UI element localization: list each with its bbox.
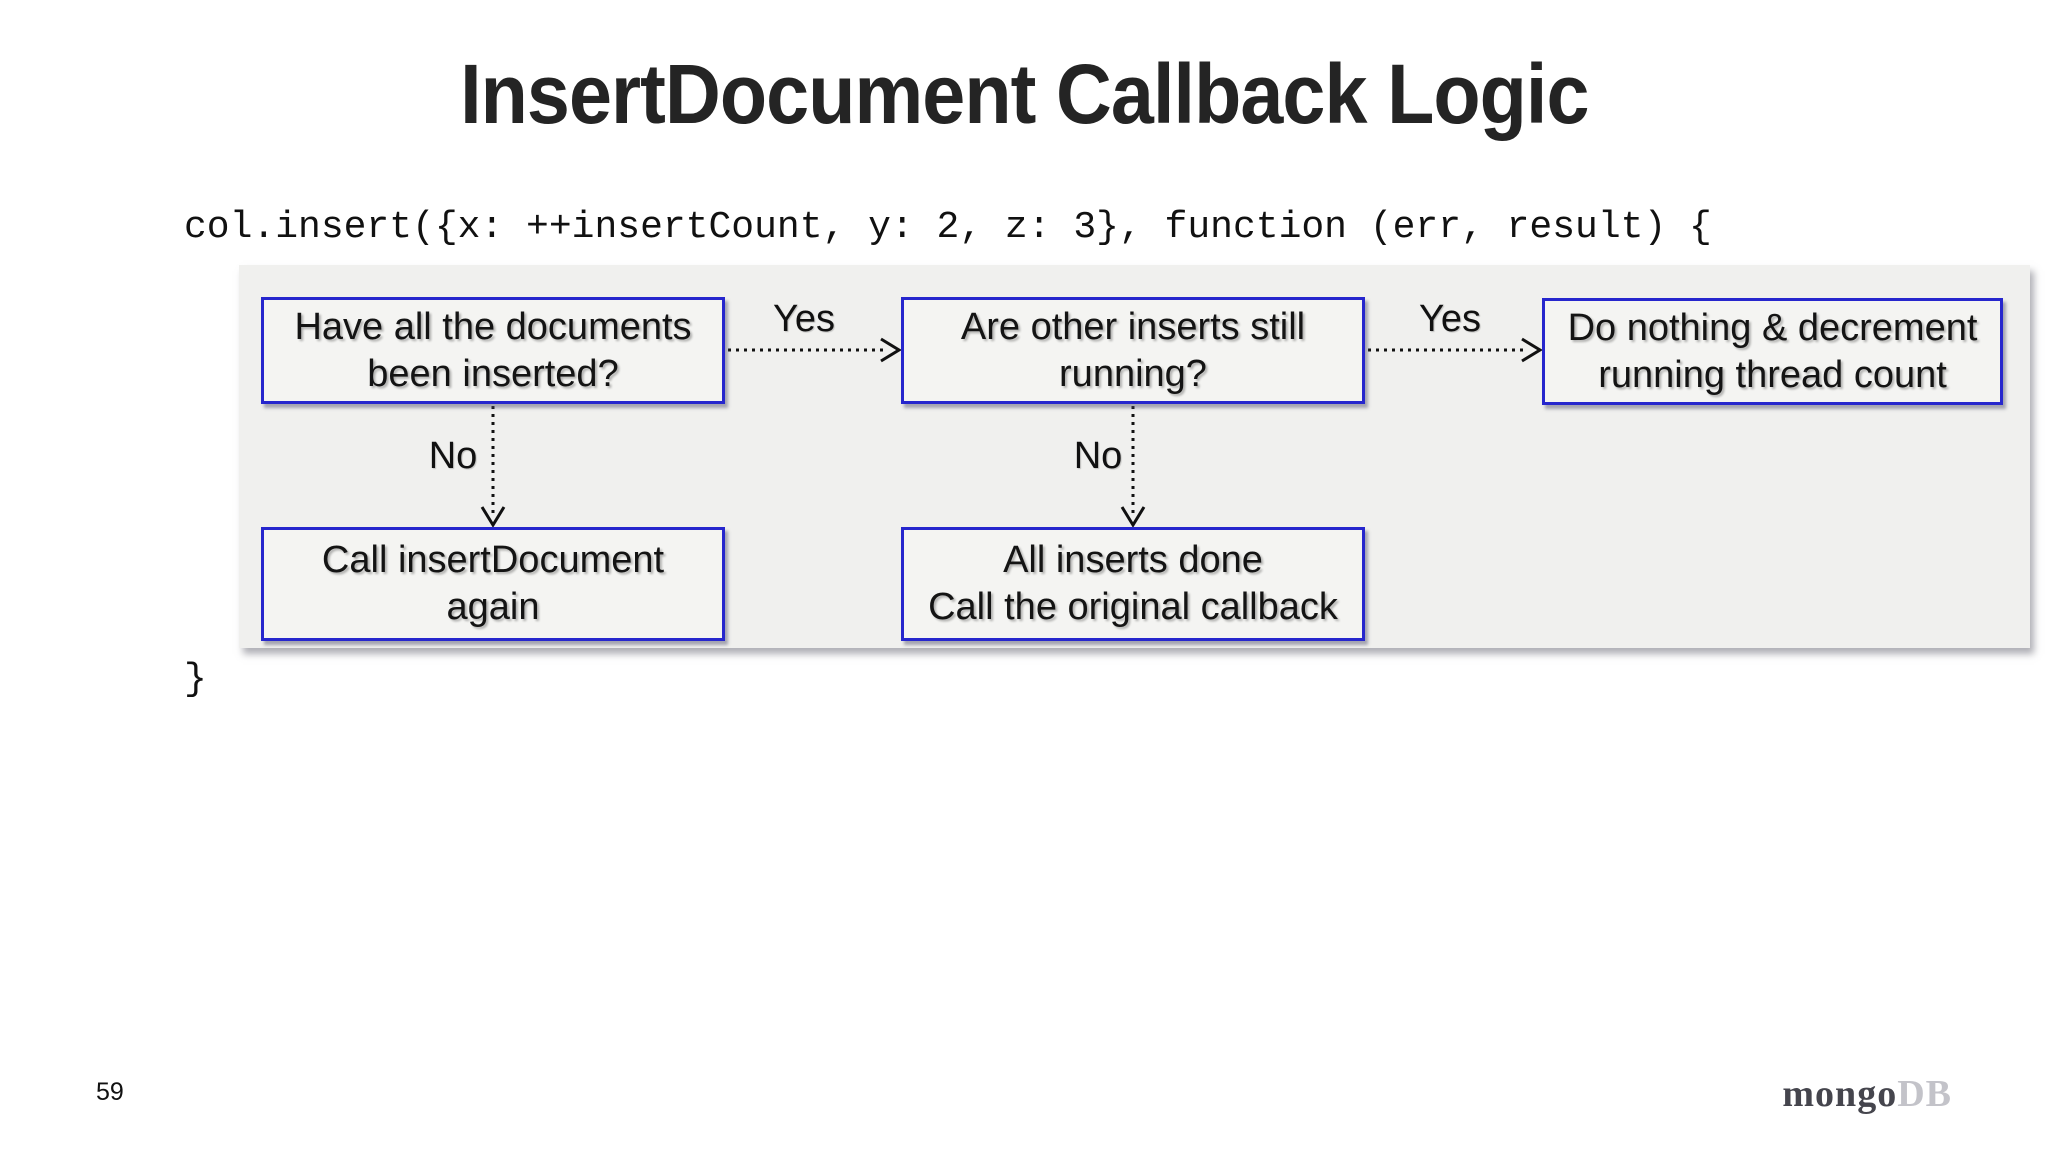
mongodb-logo-mongo-text: mongo [1782,1073,1898,1115]
edge-no-1-arrowhead-icon [480,506,506,528]
edge-label-no-1: No [428,435,478,477]
slide-title: InsertDocument Callback Logic [459,47,1589,141]
flow-node-call-insertdocument-again: Call insertDocument again [261,527,725,641]
flow-node-are-other-inserts-still-running: Are other inserts still running? [901,297,1365,404]
flow-node-do-nothing-decrement-thread-count: Do nothing & decrement running thread co… [1542,298,2003,405]
edge-label-yes-2: Yes [1419,298,1481,340]
edge-yes-1-arrowhead-icon [880,337,902,363]
mongodb-logo: mongoDB [1782,1072,1952,1116]
flowchart-panel: Have all the documents been inserted? Ar… [239,265,2030,648]
flow-node-have-all-documents-been-inserted: Have all the documents been inserted? [261,297,725,404]
page-number: 59 [96,1078,124,1106]
edge-yes-2-arrowhead-icon [1521,337,1543,363]
mongodb-logo-db-text: DB [1897,1073,1952,1115]
flowchart-arrows [480,337,1543,528]
flow-node-all-inserts-done-call-callback: All inserts done Call the original callb… [901,527,1365,641]
title-container: InsertDocument Callback Logic [0,46,2048,143]
edge-label-yes-1: Yes [773,298,835,340]
code-closing-brace: } [184,658,207,701]
edge-label-no-2: No [1073,435,1123,477]
code-opening-line: col.insert({x: ++insertCount, y: 2, z: 3… [184,206,1712,249]
edge-no-2-arrowhead-icon [1120,506,1146,528]
